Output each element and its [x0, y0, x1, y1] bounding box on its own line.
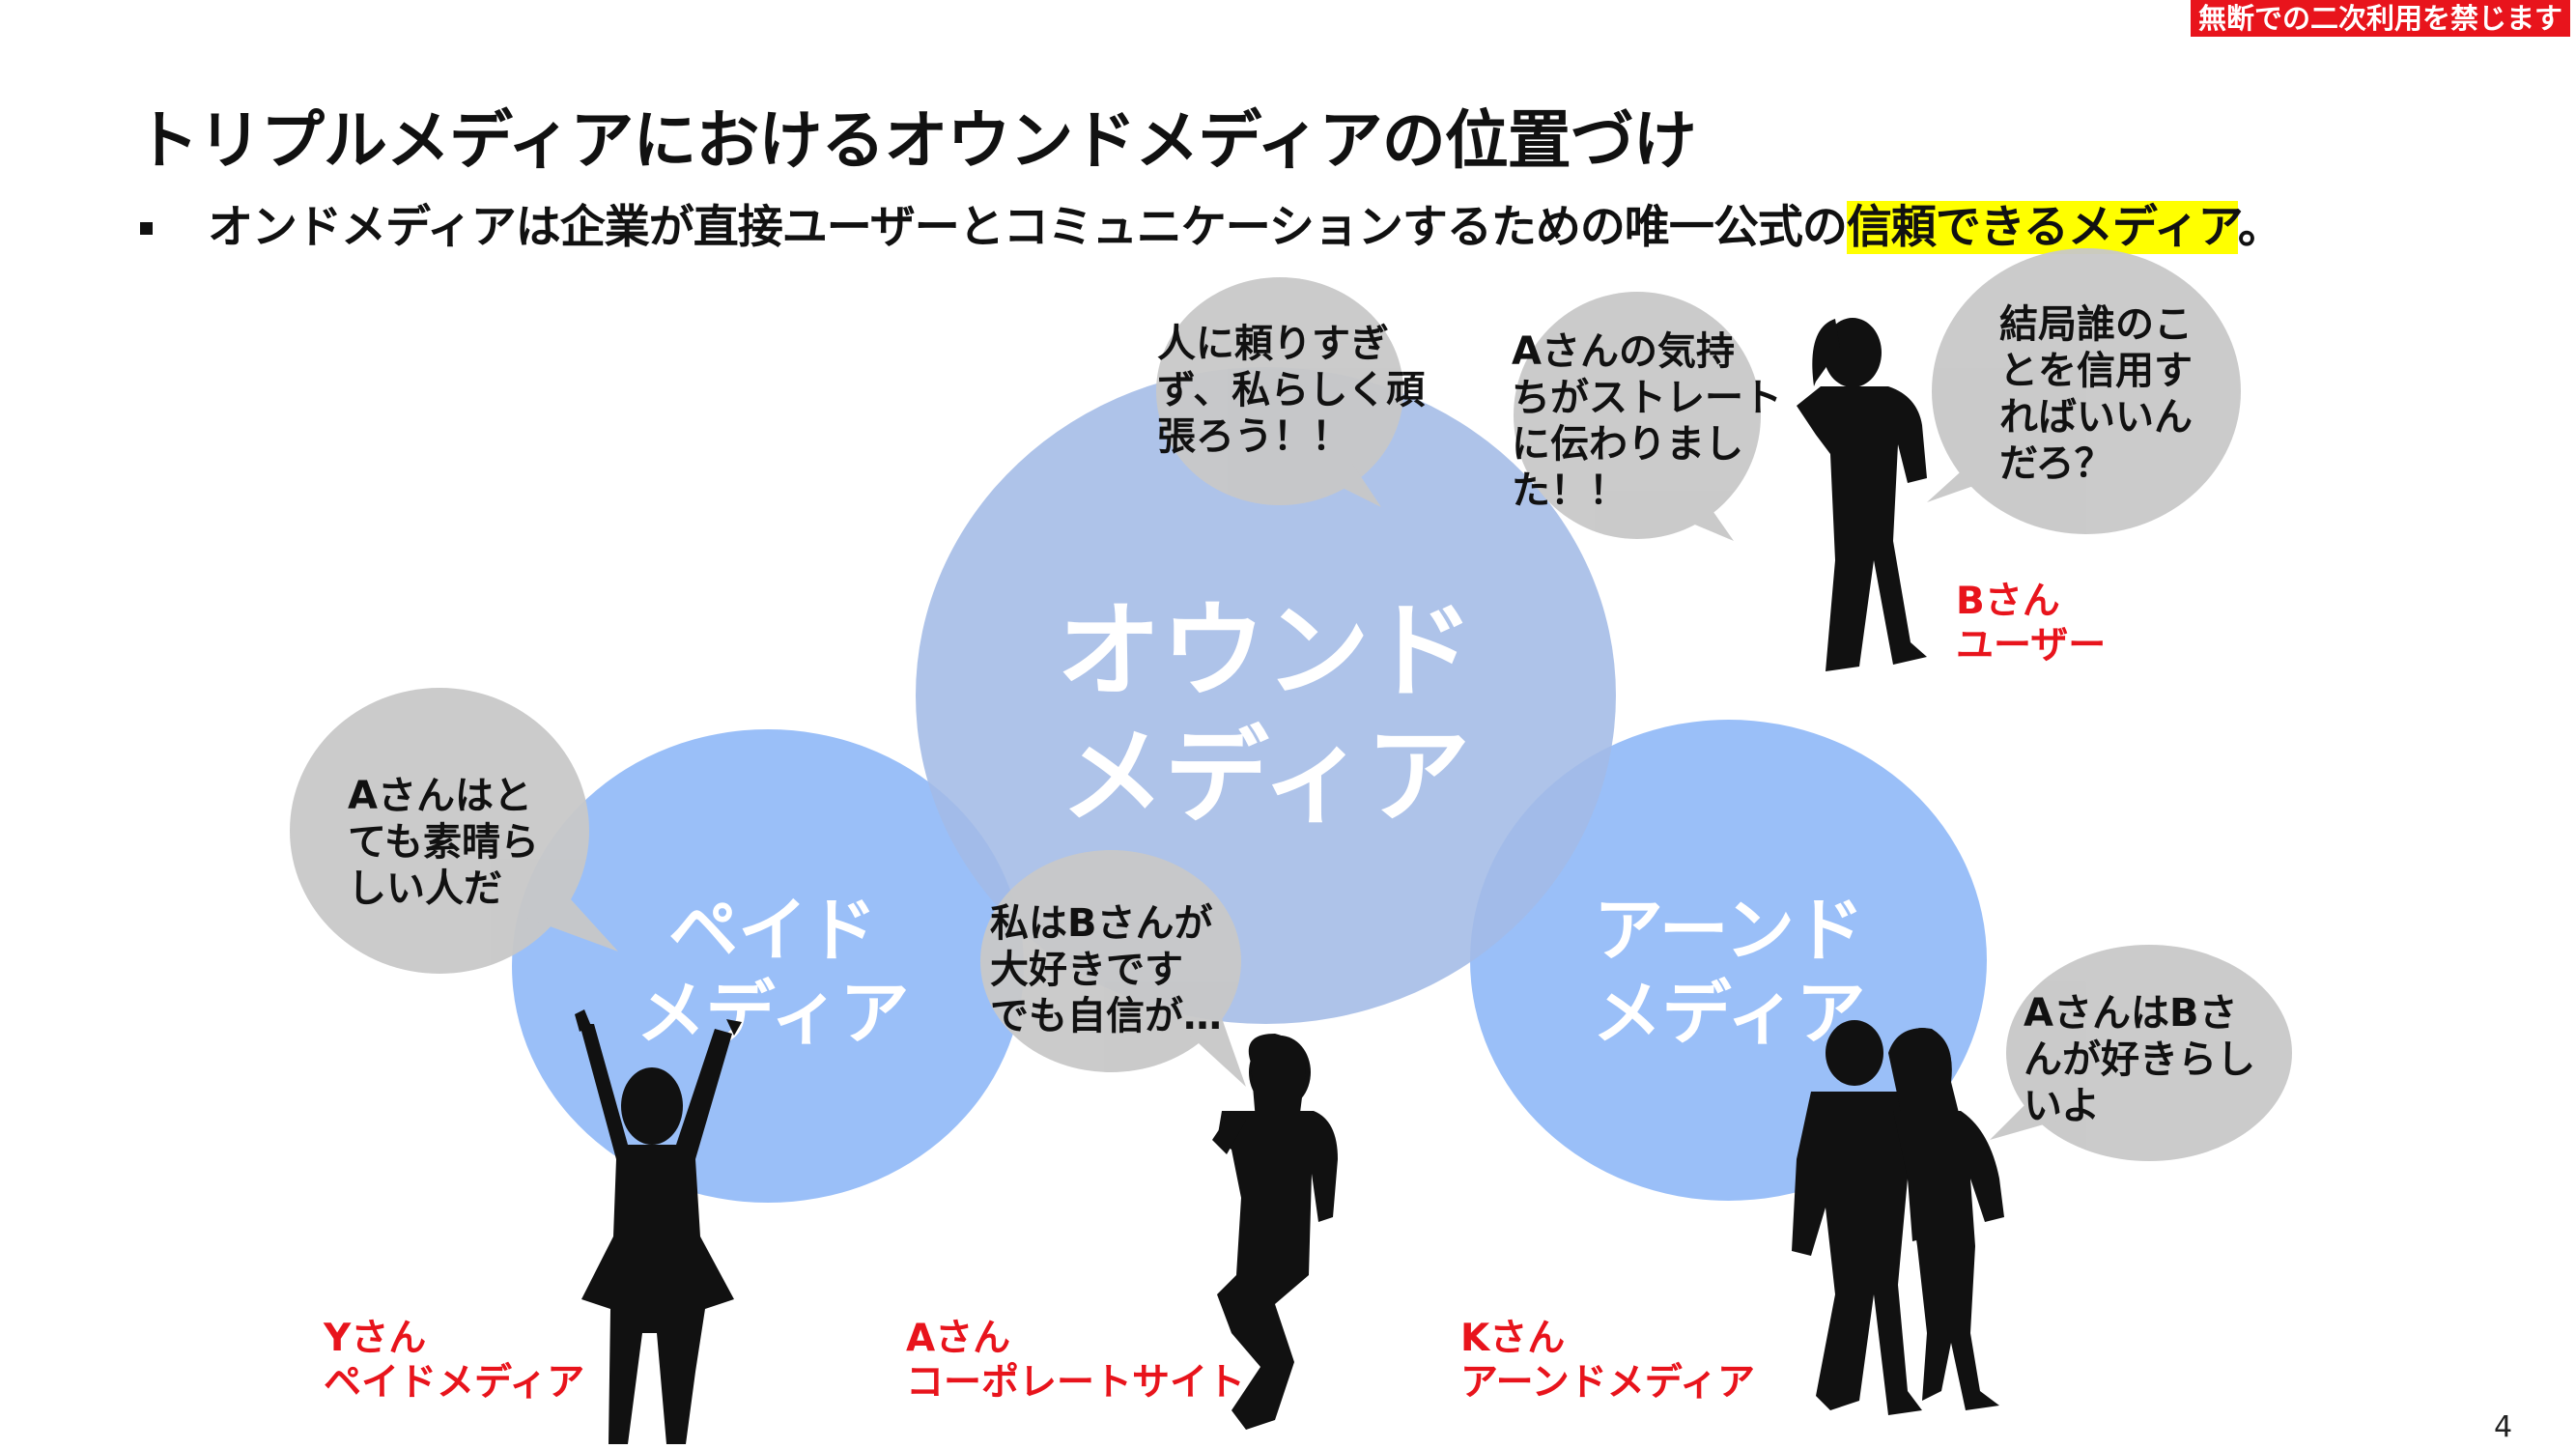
a-san-name: Aさん [906, 1317, 1011, 1360]
bubble-line: AさんはBさ [2024, 991, 2238, 1036]
bubble-line: た！！ [1512, 469, 1628, 513]
speech-bubble-a-san [980, 850, 1246, 1087]
earned-media-label-line2: メディア [1592, 973, 1866, 1055]
bubble-line: 人に頼りすぎ [1157, 322, 1389, 366]
b-san-role: ユーザー [1956, 624, 2107, 668]
copyright-notice: 無断での二次利用を禁じます [2190, 0, 2570, 37]
bubble-text-b-san-trust: 結局誰のこ とを信用す ればいいん だろ？ [1999, 301, 2193, 487]
owned-media-label-line1: オウンド [1056, 591, 1474, 712]
bubble-line: でも自信が… [990, 994, 1222, 1038]
bubble-text-a-san-feeling: Aさんの気持 ちがストレート に伝わりまし た！！ [1512, 328, 1782, 514]
earned-media-label-line1: アーンド [1593, 890, 1865, 971]
k-san-name: Kさん [1460, 1317, 1566, 1360]
bubble-line: とを信用す [1999, 349, 2193, 393]
k-san-role: アーンドメディア [1460, 1361, 1755, 1405]
paid-media-label-line1: ペイド [667, 890, 877, 971]
a-san-silhouette [1212, 1034, 1338, 1430]
bubble-line: ちがストレート [1512, 376, 1782, 420]
bubble-line: ればいいん [1999, 395, 2193, 440]
bubble-text-k-san: AさんはBさ んが好きらし いよ [2024, 990, 2255, 1129]
speech-bubble-y-san [290, 688, 618, 974]
bubble-line: Aさんの気持 [1512, 329, 1735, 374]
y-san-role: ペイドメディア [324, 1361, 585, 1405]
bubble-line: に伝わりまし [1512, 422, 1743, 467]
b-san-name: Bさん [1956, 580, 2060, 623]
speech-bubble-b-san-trust [1927, 248, 2241, 534]
a-san-role: コーポレートサイト [906, 1361, 1246, 1405]
bubble-text-y-san: Aさんはと ても素晴ら しい人だ [348, 773, 539, 912]
owned-media-label: オウンド メディア [1053, 589, 1478, 839]
bubble-line: Aさんはと [348, 774, 532, 818]
bubble-text-owned-top: 人に頼りすぎ ず、私らしく頑 張ろう！！ [1157, 321, 1425, 460]
highlighted-phrase: 信頼できるメディア [1846, 201, 2239, 254]
bullet-marker [140, 222, 153, 235]
bubble-line: ず、私らしく頑 [1157, 368, 1426, 412]
b-san-label: Bさん ユーザー [1956, 580, 2106, 668]
y-san-silhouette [575, 1009, 742, 1444]
owned-media-label-line2: メディア [1060, 716, 1471, 838]
speech-bubble-a-san-feeling [1514, 292, 1761, 541]
bubble-line: しい人だ [348, 867, 502, 911]
bubble-line: 大好きです [990, 948, 1183, 992]
bubble-line: んが好きらし [2024, 1037, 2255, 1082]
earned-media-label: アーンド メディア [1584, 889, 1874, 1056]
k-san-couple-silhouette [1792, 1020, 2004, 1415]
paid-media-label: ペイド メディア [618, 889, 927, 1056]
paid-media-label-line2: メディア [636, 973, 910, 1055]
bubble-text-a-san: 私はBさんが 大好きです でも自信が… [990, 900, 1222, 1039]
bubble-line: 結局誰のこ [1999, 302, 2193, 347]
speech-bubble-owned-top [1156, 277, 1403, 507]
speech-bubble-k-san [1990, 945, 2292, 1161]
bullet-text-plain: オンドメディアは企業が直接ユーザーとコミュニケーションするための唯一公式の [208, 201, 1848, 254]
y-san-label: Yさん ペイドメディア [324, 1317, 584, 1406]
a-san-label: Aさん コーポレートサイト [906, 1317, 1245, 1406]
bullet-text: オンドメディアは企業が直接ユーザーとコミュニケーションするための唯一公式の信頼で… [208, 189, 2283, 256]
bubble-line: だろ？ [1999, 441, 2113, 486]
slide-title: トリプルメディアにおけるオウンドメディアの位置づけ [135, 103, 1697, 178]
y-san-name: Yさん [324, 1317, 427, 1360]
bubble-line: いよ [2024, 1084, 2101, 1128]
page-number: 4 [2494, 1410, 2513, 1444]
bubble-line: ても素晴ら [348, 820, 539, 865]
bubble-line: 私はBさんが [990, 901, 1213, 946]
bubble-line: 張ろう！！ [1157, 414, 1350, 459]
bullet-text-end: 。 [2237, 201, 2283, 254]
b-san-silhouette [1797, 318, 1927, 671]
k-san-label: Kさん アーンドメディア [1460, 1317, 1755, 1406]
